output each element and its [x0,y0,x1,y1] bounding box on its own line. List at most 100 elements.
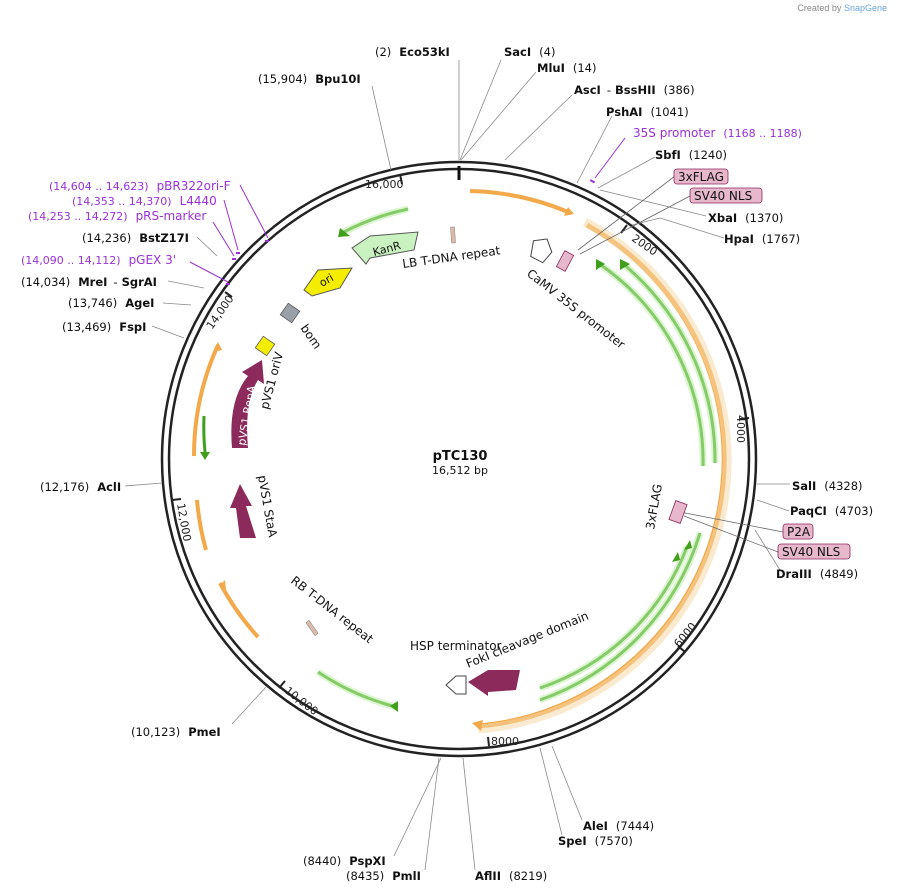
site-bstz17i-name: BstZ17I [139,231,189,245]
flag-box-right [668,500,688,524]
site-acli-pos: (12,176) [40,480,89,494]
site-draiii-name: DraIII [776,567,812,581]
boxed-sv40-bottom-text: SV40 NLS [782,545,840,559]
site-mlui: MluI(14) [537,61,596,75]
primer-l4440: (14,353 .. 14,370)L4440 [72,194,217,208]
credit-prefix: Created by [797,3,842,13]
site-saci-name: SacI [504,45,531,59]
boxed-3xflag-text: 3xFLAG [678,170,724,184]
kanr-arrow [351,231,419,265]
site-draiii: DraIII(4849) [776,567,858,581]
site-paqci: PaqCI (4703) [790,504,873,518]
ruler-label-16000: 16,000 [365,178,404,191]
site-pspxi: (8440)PspXI [303,854,386,868]
boxed-3xflag: 3xFLAG [673,168,729,185]
site-bpu10i: (15,904)Bpu10I [258,72,361,86]
site-sbfi-pos: (1240) [689,148,727,162]
site-bstz17i: (14,236) BstZ17I [82,231,189,245]
primer-pgex: (14,090 .. 14,112) pGEX 3' [21,253,176,267]
site-sgrai-name: SgrAI [122,275,157,289]
site-xbai-name: XbaI [708,211,737,225]
site-bstz17i-pos: (14,236) [82,231,131,245]
tick-16000: 16,000 [365,173,404,191]
orf-head-bottom [472,720,483,731]
site-mrei: (14,034)MreI-SgrAI [21,275,157,289]
label-bom: bom [298,322,325,352]
site-asci-pos: (386) [664,83,695,97]
hsp-terminator-arrow [445,675,467,695]
site-pmli: (8435)PmlI [346,869,421,883]
site-fspi-pos: (13,469) [62,320,111,334]
primer-pgex-pos: (14,090 .. 14,112) [21,254,121,267]
label-camv-promoter: CaMV 35S promoter [524,266,628,351]
primer-l4440-name: L4440 [180,194,217,208]
site-saci: SacI (4) [504,45,555,59]
site-sbfi: SbfI (1240) [655,148,727,162]
lb-repeat-mark [450,226,456,244]
repa-arrow [231,360,264,448]
site-aflii-pos: (8219) [509,869,547,883]
site-labels: (2)Eco53kI SacI(4) MluI(14) AscI-BssHII(… [21,45,873,883]
rb-repeat-mark [305,619,319,637]
boxed-sv40-top-text: SV40 NLS [694,189,752,203]
site-mrei-pos: (14,034) [21,275,70,289]
tick-4000: 4000 [734,415,750,443]
site-paqci-pos: (4703) [835,504,873,518]
label-ori: ori [317,271,336,289]
boxed-p2a: P2A [782,523,814,540]
site-xbai-pos: (1370) [745,211,783,225]
green-arc-left [202,415,207,453]
site-eco53ki: (2)Eco53kI [375,45,450,59]
site-aflii-name: AflII [475,869,501,883]
site-sbfi-name: SbfI [655,148,681,162]
snapgene-credit: Created by SnapGene [797,3,887,13]
boxed-p2a-text: P2A [787,525,811,539]
plasmid-length: 16,512 bp [432,464,488,477]
primer-marks [226,179,596,285]
ori-arrow [303,267,353,297]
orf-head-top [564,207,574,216]
primer-pgex-name: pGEX 3' [129,253,176,267]
site-pshai-pos: (1041) [650,105,688,119]
boxed-sv40-bottom: SV40 NLS [777,543,851,560]
site-pshai: PshAI(1041) [606,105,689,119]
site-spei-name: SpeI [558,834,587,848]
site-alei-pos: (7444) [616,819,654,833]
site-alei-name: AleI [583,819,608,833]
site-pmei: (10,123)PmeI [131,725,221,739]
site-sali: SalI(4328) [792,479,863,493]
plasmid-backbone [160,160,758,758]
foki-arrow [468,670,520,696]
site-aflii: AflII (8219) [475,869,547,883]
site-bpu10i-name: Bpu10I [315,72,360,86]
site-mlui-pos: (14) [573,61,597,75]
site-sali-name: SalI [792,479,816,493]
ruler-label-4000: 4000 [734,415,747,443]
orf-arc-top [469,189,569,214]
orf-head-leftlow [220,580,226,590]
primer-35s-name: 35S promoter [633,126,715,140]
site-agei-pos: (13,746) [68,296,117,310]
site-agei-name: AgeI [125,296,154,310]
bom-box [279,302,301,324]
snapgene-brand: SnapGene [843,3,887,13]
flag-box-top [555,250,575,272]
site-fspi-name: FspI [119,320,146,334]
site-spei: SpeI(7570) [558,834,633,848]
orf-head-left [213,342,222,352]
orf-arc-left-mid [195,499,208,551]
site-saci-pos: (4) [539,45,555,59]
label-lb-repeat: LB T-DNA repeat [401,243,501,271]
site-xbai: XbaI (1370) [708,211,783,225]
inner-features [230,226,688,696]
boxed-sv40-top: SV40 NLS [689,187,763,204]
site-fspi: (13,469) FspI [62,320,146,334]
site-bsshii-name: BssHII [615,83,656,97]
boxed-leaders [577,175,784,553]
label-3xflag-inner: 3xFLAG [643,483,665,531]
orf-arc-left-high [191,344,220,457]
site-pmli-pos: (8435) [346,869,384,883]
site-paqci-name: PaqCI [790,504,827,518]
site-leaders [124,59,790,871]
